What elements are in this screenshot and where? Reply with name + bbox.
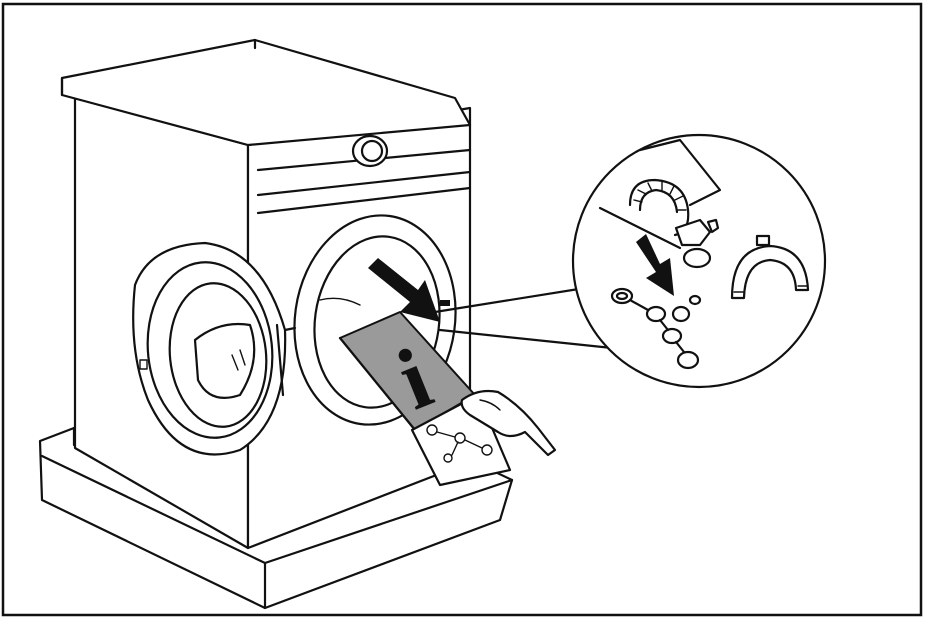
drain-hose-icon — [628, 178, 720, 269]
seal-rings — [610, 287, 702, 370]
hose-bracket-icon — [730, 234, 810, 300]
frame-border — [1, 2, 923, 617]
washing-machine-door — [132, 241, 287, 456]
down-arrow-icon — [368, 258, 440, 322]
down-arrow-icon — [636, 234, 674, 296]
magnified-detail-callout — [571, 133, 827, 389]
hand-icon — [460, 389, 557, 457]
